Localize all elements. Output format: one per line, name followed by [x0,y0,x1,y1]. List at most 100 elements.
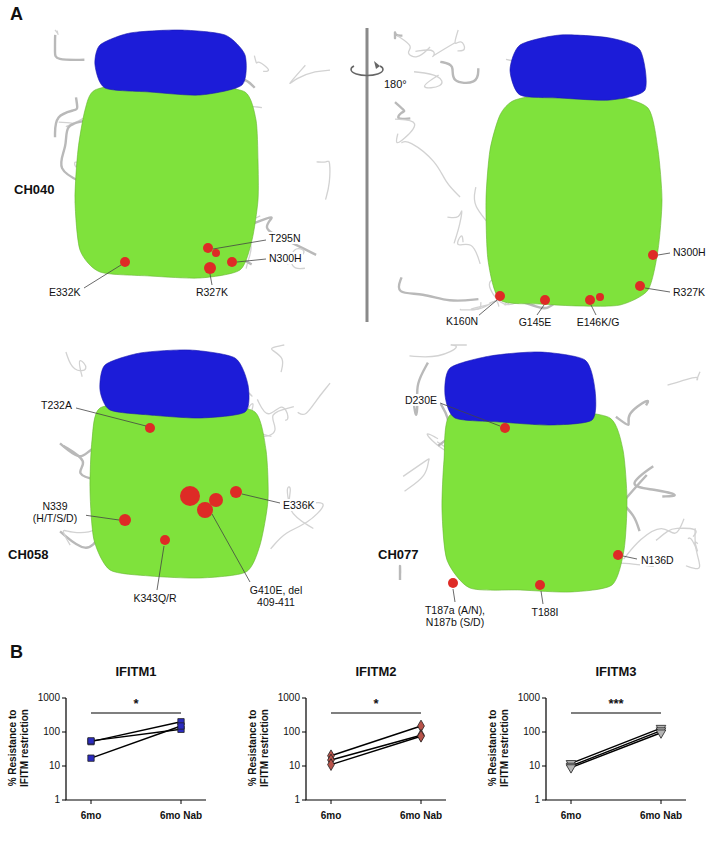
mutation-label: T187a (A/N), N187b (S/D) [415,604,495,628]
tick-label: 6mo Nab [400,810,442,822]
mutation-site [203,243,213,253]
ribbon [403,459,429,491]
data-point [328,759,335,771]
tick [302,698,306,699]
ribbon [399,566,402,580]
mutation-label: E332K [48,286,82,298]
mutation-label: T232A [40,399,73,411]
leader-line [453,589,455,602]
ribbon [447,211,461,244]
tick-label: 6mo [561,810,582,822]
tick [91,800,92,804]
ribbon [399,277,479,300]
pair-line [331,735,421,760]
mutation-site [535,580,545,590]
ribbon [395,119,415,142]
tick-label: 10 [529,760,540,772]
tick [542,800,546,801]
mutation-site [648,250,658,260]
mutation-label: K343Q/R [132,592,177,604]
mutation-site [596,293,604,301]
tick-label: 1 [534,794,540,806]
mutation-label: E146K/G [576,316,621,328]
tick-label: 1 [294,794,300,806]
isolate-name: CH058 [8,548,48,563]
data-point [88,738,94,744]
tick [62,732,66,733]
protein-domain [510,35,646,100]
rotation-arrow [351,66,383,75]
tick-label: 6mo [81,810,102,822]
tick [421,800,422,804]
pair-line [571,733,661,768]
isolate-name: CH077 [378,548,418,563]
mutation-site [119,514,131,526]
mutation-site [180,486,200,506]
data-point [88,755,94,761]
tick [542,698,546,699]
pair-line [571,731,661,766]
significance-mark: *** [608,697,623,712]
tick-label: 6mo [321,810,342,822]
ribbon [471,301,499,309]
ribbon [458,236,481,264]
mutation-label: N339 (H/T/S/D) [24,500,86,524]
protein-surface [442,408,627,592]
pair-line [91,726,181,758]
axis-title: % Resistance to IFITM restriction [7,702,30,794]
data-point [566,765,576,773]
chart-title: IFITM1 [115,665,156,680]
mutation-label: R327K [195,286,229,298]
protein-surface [90,402,268,578]
chart [62,698,206,804]
leader-line [213,240,266,249]
tick-label: 10 [289,760,300,772]
tick [542,766,546,767]
leader-line [76,408,146,426]
ribbon [440,62,478,83]
ribbon [401,141,460,197]
data-point [178,723,184,729]
data-point [88,738,94,744]
ribbon [460,302,481,310]
tick [331,800,332,804]
mutation-site [613,550,623,560]
mutation-site [212,249,220,257]
mutation-site [120,257,130,267]
leader-line [440,403,500,426]
mutation-site [585,295,595,305]
leader-line [478,300,497,316]
ribbon [414,72,442,88]
tick [661,800,662,804]
axis [66,698,206,800]
tick [62,766,66,767]
mutation-site [230,486,242,498]
ribbon [688,538,698,551]
leader-line [210,274,212,285]
isolate-name: CH040 [14,183,54,198]
protein-domain [445,352,596,425]
ribbon [317,161,330,199]
panel-letter: B [10,642,23,663]
tick-label: 1000 [38,692,60,704]
mutation-label: D230E [404,394,438,406]
tick-label: 6mo Nab [640,810,682,822]
data-point [656,730,666,738]
ribbon [298,383,330,414]
ribbon [624,475,647,531]
ribbon [395,102,410,119]
tick [302,800,306,801]
leader-line [157,546,164,590]
data-point [418,729,425,741]
mutation-label: N300H [268,252,303,264]
tick-label: 100 [523,726,540,738]
ribbon [668,372,700,386]
significance-bar [331,712,421,713]
mutation-label: N136D [640,554,675,566]
axis-title: % Resistance to IFITM restriction [487,702,510,794]
arrowhead [374,61,380,69]
ribbon [66,352,86,377]
ribbon [290,65,330,83]
axis [546,698,686,800]
